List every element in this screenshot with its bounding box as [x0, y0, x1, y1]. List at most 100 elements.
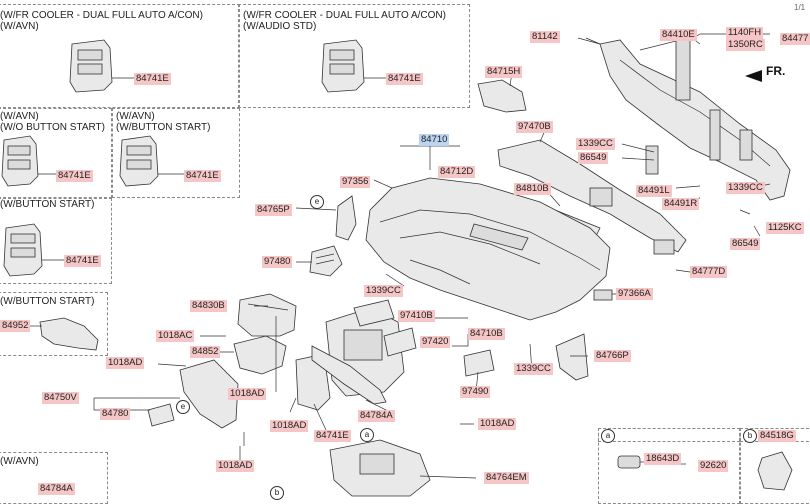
option-box-fr-cooler-audio — [238, 4, 470, 108]
part-label[interactable]: 84750V — [42, 392, 79, 404]
ref-circle-e-2: e — [176, 400, 190, 414]
option-box-button-start-2 — [0, 292, 108, 356]
caption-avn-no-button: (W/AVN) (W/O BUTTON START) — [0, 111, 105, 133]
part-label[interactable]: 97490 — [460, 386, 491, 398]
lower-panel-84750v — [179, 359, 239, 429]
part-label[interactable]: 84952 — [0, 320, 31, 332]
part-label[interactable]: 84741E — [134, 73, 171, 85]
part-label[interactable]: 84410E — [660, 29, 697, 41]
part-label[interactable]: 84712D — [438, 166, 476, 178]
caption-fr-cooler-avn: (W/FR COOLER - DUAL FULL AUTO A/CON) (W/… — [0, 10, 203, 32]
option-box-button-start — [0, 198, 112, 284]
part-label[interactable]: 84764EM — [484, 472, 529, 484]
part-label[interactable]: 84741E — [56, 170, 93, 182]
ref-circle-a-1: a — [360, 428, 374, 442]
ref-circle-b-1: b — [270, 486, 284, 500]
detail-box-a-header — [598, 428, 740, 442]
cluster-facia-84830b — [237, 293, 297, 337]
part-label[interactable]: 84491L — [636, 185, 672, 197]
center-vent-97420 — [383, 327, 417, 357]
part-label[interactable]: 84784A — [358, 410, 395, 422]
part-label[interactable]: 97366A — [616, 288, 653, 300]
crash-pad-main — [365, 177, 611, 321]
button-cover-84952 — [26, 317, 99, 351]
part-label[interactable]: 84715H — [485, 66, 523, 78]
page-corner-number: 1/1 — [794, 3, 806, 12]
switch-panel-4 — [119, 135, 184, 187]
option-box-avn-button — [112, 108, 240, 198]
part-label[interactable]: 84741E — [386, 73, 423, 85]
part-label[interactable]: 84766P — [594, 350, 631, 362]
heater-duct — [497, 139, 687, 255]
part-label[interactable]: 1339CC — [576, 138, 615, 150]
side-cover-84766p — [555, 333, 589, 381]
part-label[interactable]: 97480 — [262, 256, 293, 268]
part-label[interactable]: 84810B — [514, 183, 551, 195]
part-label[interactable]: 1018AD — [216, 460, 255, 472]
part-label[interactable]: 97470B — [516, 121, 553, 133]
part-label[interactable]: 84780 — [100, 408, 131, 420]
side-vent-97366a — [593, 289, 613, 301]
console-84764em — [329, 439, 431, 497]
part-label[interactable]: 1339CC — [364, 285, 403, 297]
part-label[interactable]: 84852 — [190, 346, 221, 358]
part-label[interactable]: 86549 — [730, 238, 761, 250]
part-label[interactable]: 84784A — [38, 483, 75, 495]
ref-circle-a-2: a — [601, 429, 615, 443]
part-label[interactable]: 1018AD — [228, 388, 267, 400]
switch-panel-2 — [321, 39, 386, 93]
part-label[interactable]: 1339CC — [514, 363, 553, 375]
part-label[interactable]: 1018AD — [478, 418, 517, 430]
caption-avn-button: (W/AVN) (W/BUTTON START) — [116, 111, 211, 133]
switch-panel-5 — [3, 223, 64, 277]
part-label[interactable]: 1339CC — [726, 182, 765, 194]
part-label[interactable]: 86549 — [578, 152, 609, 164]
front-arrow-icon — [745, 70, 762, 82]
center-vent-97410b — [353, 299, 395, 327]
caption-avn-bottom: (W/AVN) — [0, 456, 39, 467]
caption-fr-cooler-audio: (W/FR COOLER - DUAL FULL AUTO A/CON) (W/… — [243, 10, 446, 32]
side-cover-84765p — [335, 195, 357, 241]
part-label[interactable]: 84741E — [314, 430, 351, 442]
part-label[interactable]: 97420 — [420, 336, 451, 348]
part-label[interactable]: 1018AD — [270, 420, 309, 432]
switch-panel-1 — [69, 39, 134, 93]
part-label[interactable]: 84710 — [419, 134, 450, 146]
part-label[interactable]: 97356 — [340, 176, 371, 188]
caption-button-start-2: (W/BUTTON START) — [0, 296, 95, 307]
cowl-cross-bar — [577, 33, 791, 201]
part-label[interactable]: 1018AC — [156, 330, 195, 342]
part-label[interactable]: 81142 — [530, 31, 560, 43]
option-box-avn-no-button — [0, 108, 112, 198]
part-label[interactable]: 84491R — [662, 198, 700, 210]
knee-bracket-84780 — [147, 403, 175, 427]
part-label[interactable]: 1018AD — [106, 357, 145, 369]
part-label[interactable]: 84765P — [255, 204, 292, 216]
part-label[interactable]: 92620 — [698, 460, 729, 472]
center-lower-84784a — [311, 345, 387, 405]
ref-circle-e-1: e — [310, 195, 324, 209]
front-direction-label: FR. — [766, 64, 786, 78]
part-label[interactable]: 84477 — [780, 33, 810, 45]
vent-97490 — [463, 349, 495, 377]
part-label[interactable]: 84710B — [468, 328, 505, 340]
part-label[interactable]: 84777D — [690, 266, 728, 278]
cluster-lower-84852 — [233, 335, 287, 375]
part-label[interactable]: 84830B — [190, 300, 227, 312]
switch-panel-3 — [1, 135, 56, 187]
part-label[interactable]: 97410B — [398, 310, 435, 322]
ref-circle-b-2: b — [743, 429, 757, 443]
part-label[interactable]: 84518G — [758, 430, 796, 442]
caption-button-start: (W/BUTTON START) — [0, 199, 95, 210]
part-label[interactable]: 84741E — [184, 170, 221, 182]
speaker-grille-84715h — [477, 79, 527, 113]
option-box-fr-cooler-avn — [0, 4, 240, 108]
side-vent-97480 — [309, 245, 343, 277]
part-label[interactable]: 18643D — [644, 453, 682, 465]
part-label[interactable]: 1125KC — [766, 222, 804, 234]
part-label[interactable]: 84741E — [64, 255, 101, 267]
part-label[interactable]: 1140FH — [726, 27, 764, 39]
clock-84518g — [757, 451, 793, 491]
part-label[interactable]: 1350RC — [726, 39, 765, 51]
